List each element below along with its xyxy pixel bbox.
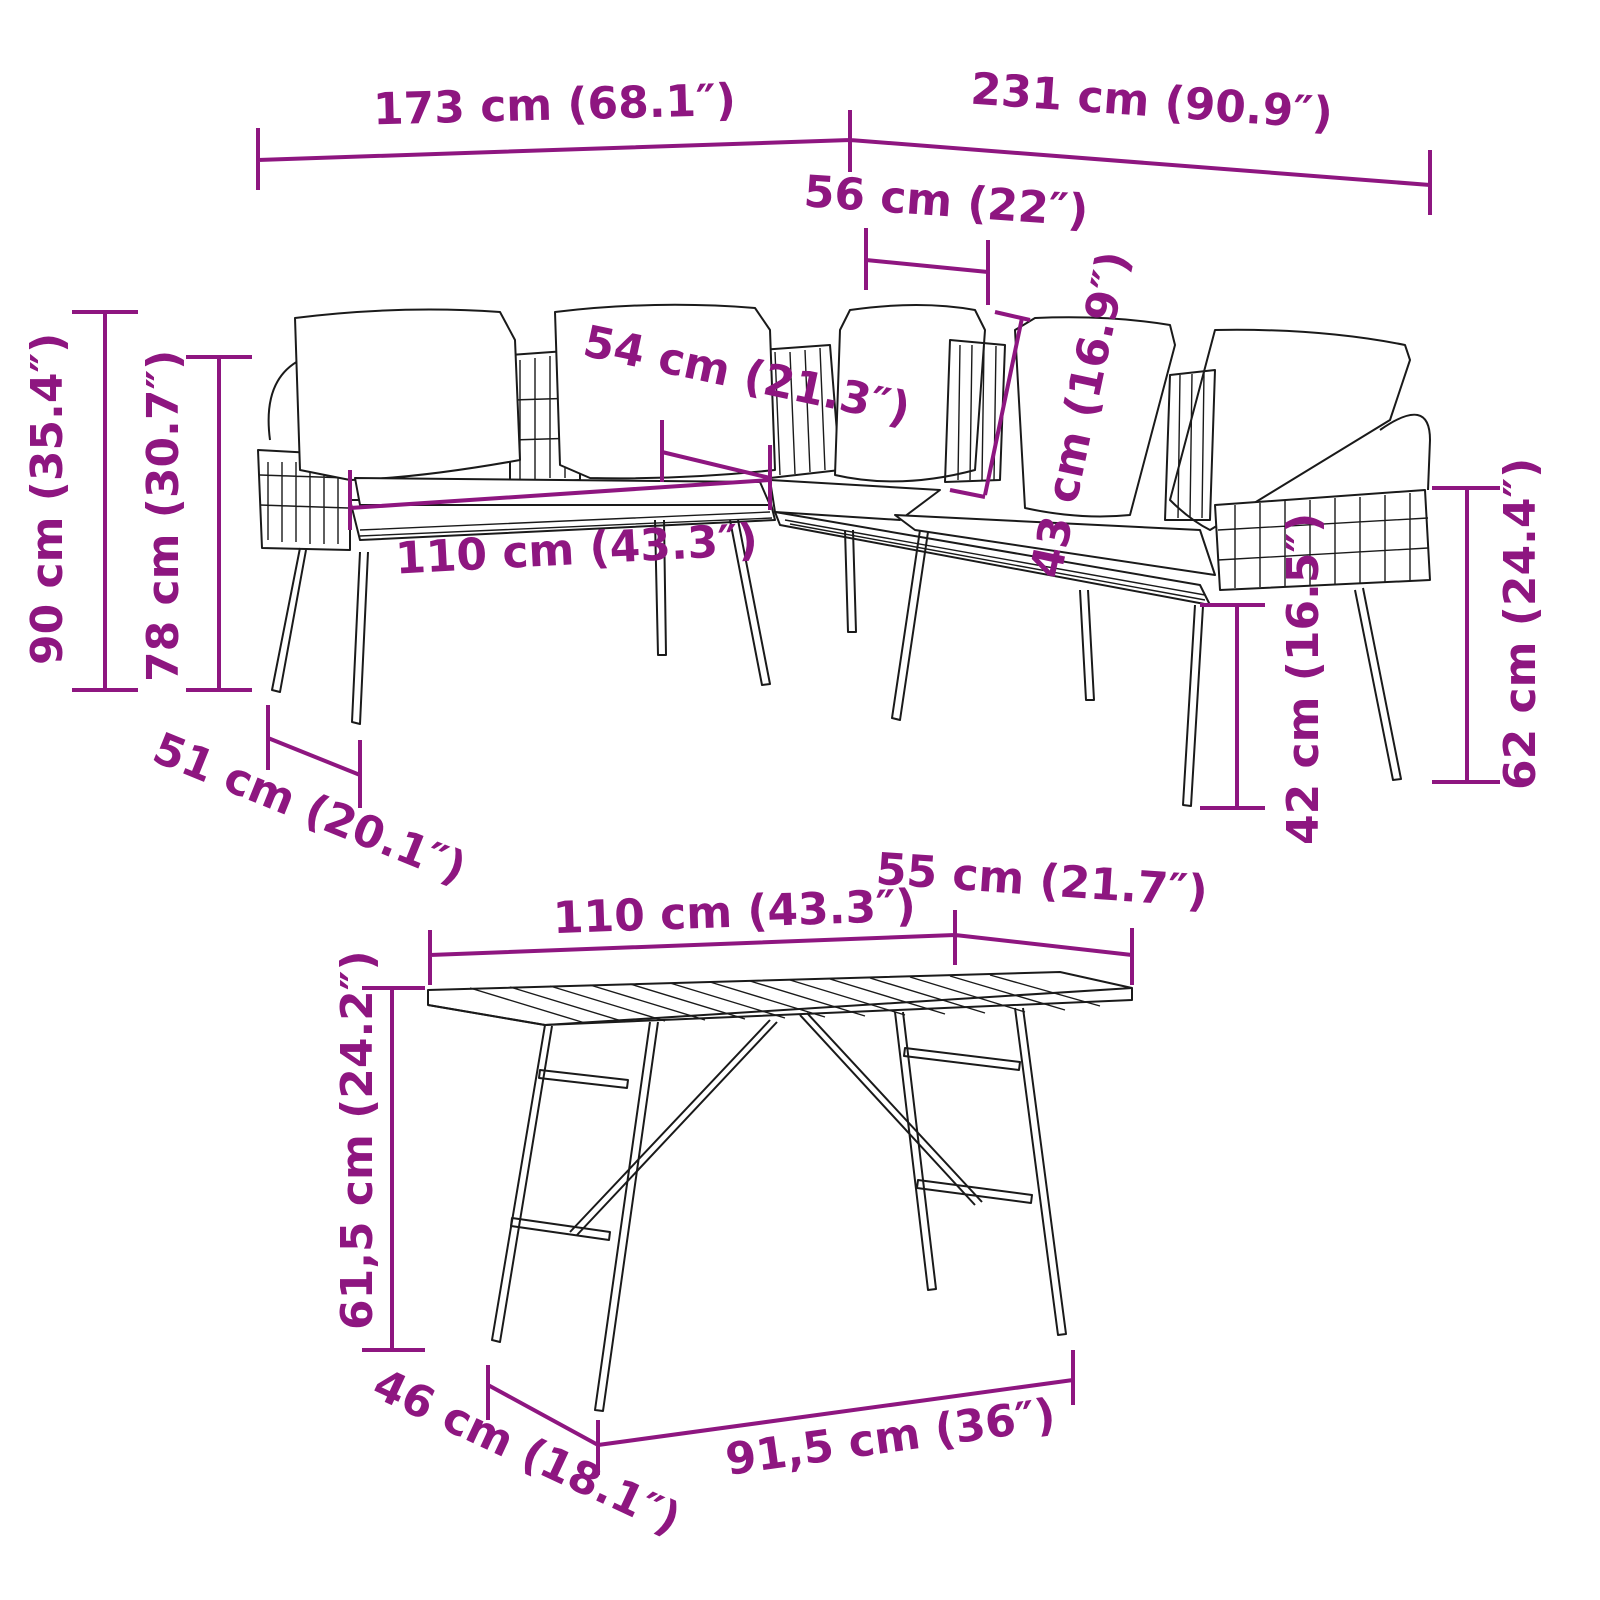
sofa-length-left-label: 173 cm (68.1″) — [372, 75, 736, 135]
sofa-depth-label: 51 cm (20.1″) — [146, 723, 473, 895]
sofa-armrest-height-label: 62 cm (24.4″) — [1495, 458, 1546, 790]
table-height-label: 61,5 cm (24.2″) — [332, 950, 383, 1330]
sofa-length-right-label: 231 cm (90.9″) — [969, 64, 1335, 140]
table-illustration — [427, 971, 1133, 1412]
table-leg-depth-label: 46 cm (18.1″) — [365, 1359, 688, 1546]
sofa-total-height-label: 90 cm (35.4″) — [22, 333, 73, 665]
sofa-illustration — [257, 303, 1431, 807]
sofa-armrest-depth-label: 56 cm (22″) — [802, 166, 1090, 237]
sofa-seat-height-label: 42 cm (16.5″) — [1278, 513, 1329, 845]
table-length-label: 110 cm (43.3″) — [552, 880, 916, 944]
sofa-dimension-labels: 173 cm (68.1″) 231 cm (90.9″) 56 cm (22″… — [22, 64, 1546, 895]
dimension-lines — [72, 110, 1500, 1475]
sofa-backrest-top-height-label: 78 cm (30.7″) — [138, 350, 189, 682]
table-width-label: 55 cm (21.7″) — [874, 844, 1209, 918]
